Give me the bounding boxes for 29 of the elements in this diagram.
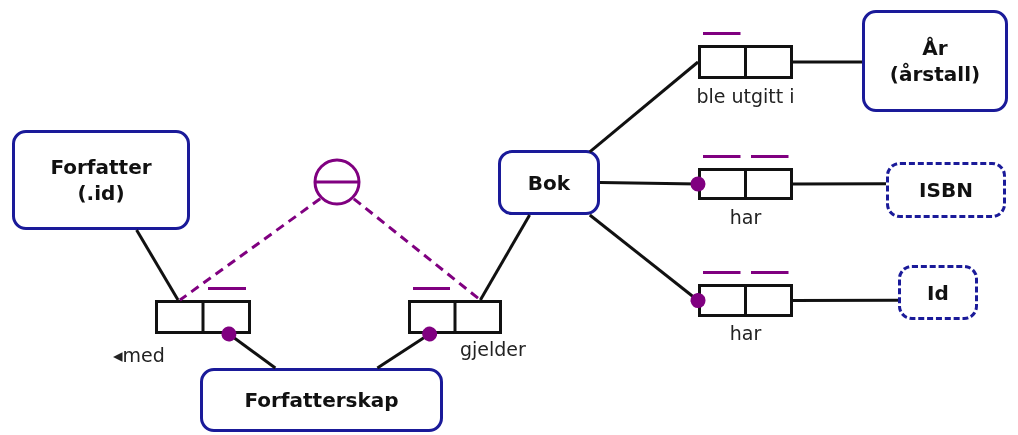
entity-name: Bok: [527, 169, 571, 196]
fact-type-reading: ◂med: [113, 344, 165, 366]
constraint-circle: [313, 158, 361, 206]
connector-line: [479, 214, 531, 301]
fact-type-reading: gjelder: [460, 338, 526, 360]
connector-line: [376, 326, 438, 370]
connector-line: [588, 213, 706, 308]
entity-type-box: [12, 130, 190, 230]
entity-type-box: [862, 10, 1008, 112]
entity-type-box: [200, 368, 443, 432]
connector-line: [793, 182, 886, 186]
fact-type-reading: har: [729, 322, 762, 344]
entity-name: ISBN: [919, 177, 973, 203]
connector-line: [793, 298, 898, 302]
entity-type-box: [498, 150, 600, 215]
entity-name: Forfatterskap: [244, 387, 399, 413]
fact-type-reading: har: [729, 206, 762, 228]
constraint-line: [179, 197, 322, 302]
value-type-box: [898, 265, 978, 320]
connector-line: [135, 229, 180, 301]
connector-line: [599, 176, 706, 192]
connector-line: [588, 60, 699, 154]
entity-name: År (årstall): [888, 35, 982, 87]
entity-name: Forfatter (.id): [49, 154, 153, 206]
connector-line: [221, 326, 277, 370]
connector-line: [793, 60, 862, 64]
entity-name: Id: [927, 279, 949, 306]
fact-type-reading: ble utgitt i: [696, 85, 795, 107]
value-type-box: [886, 162, 1006, 218]
